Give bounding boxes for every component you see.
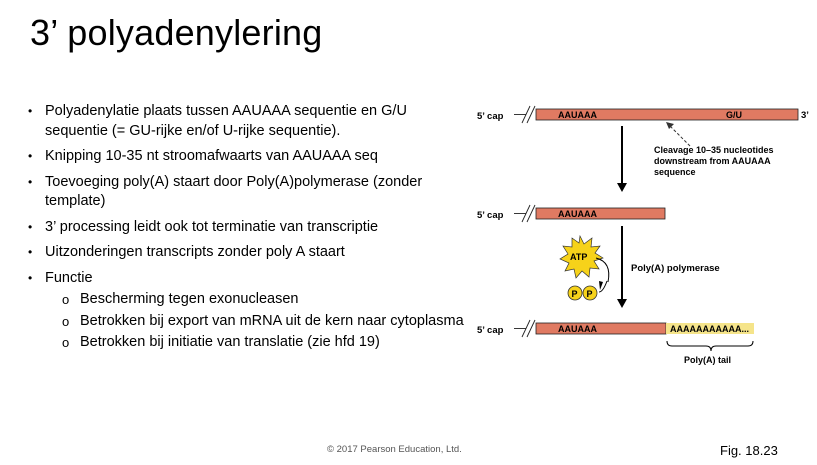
atp-starburst: [559, 234, 604, 279]
bullet-item: •Polyadenylatie plaats tussen AAUAAA seq…: [28, 102, 468, 141]
cleavage-text-2: downstream from AAUAAA: [654, 156, 771, 166]
subbullet-text: Bescherming tegen exonucleasen: [80, 291, 299, 307]
cleaved-mrna-bar: [535, 207, 666, 220]
cap-label-3: 5’ cap: [477, 325, 504, 336]
phosphate-label-2: P: [587, 289, 593, 299]
copyright-text: © 2017 Pearson Education, Ltd.: [327, 444, 462, 455]
break-mark-2: [521, 204, 531, 223]
phosphate-circle-2: [582, 285, 598, 301]
aauaaa-label-1: AAUAAA: [558, 110, 597, 120]
cleavage-arrow: [669, 125, 691, 147]
phosphate-label-1: P: [572, 289, 578, 299]
polya-tail-label: Poly(A) tail: [684, 355, 731, 365]
bullet-list: •Polyadenylatie plaats tussen AAUAAA seq…: [28, 102, 468, 355]
polya-sequence: AAAAAAAAAAA...: [670, 324, 749, 334]
break-mark-1: [521, 105, 531, 124]
subbullet-text: Betrokken bij export van mRNA uit de ker…: [80, 312, 464, 329]
bullet-item: •Toevoeging poly(A) staart door Poly(A)p…: [28, 173, 468, 212]
break-mark-3: [521, 319, 531, 338]
aauaaa-label-2: AAUAAA: [558, 209, 597, 219]
cap-label-2: 5’ cap: [477, 210, 504, 221]
pre-mrna-bar: [535, 108, 799, 121]
atp-curve-arrow: [595, 257, 610, 283]
cleavage-text-3: sequence: [654, 167, 696, 177]
atp-label: ATP: [570, 252, 587, 262]
slide-title: 3’ polyadenylering: [30, 12, 323, 53]
bullet-item: •3’ processing leidt ook tot terminatie …: [28, 218, 468, 238]
mature-mrna-bar: [535, 322, 667, 335]
cleavage-text-1: Cleavage 10–35 nucleotides: [654, 145, 774, 155]
subbullet-text: Betrokken bij initiatie van translatie (…: [80, 334, 380, 350]
polymerase-label: Poly(A) polymerase: [631, 263, 720, 274]
bullet-text: Functie: [45, 269, 93, 286]
phosphate-circle-1: [567, 285, 583, 301]
bullet-item: •Uitzonderingen transcripts zonder poly …: [28, 243, 468, 263]
polya-bracket: [666, 340, 754, 352]
bullet-text: Polyadenylatie plaats tussen AAUAAA sequ…: [45, 103, 407, 139]
bullet-text: Toevoeging poly(A) staart door Poly(A)po…: [45, 173, 423, 210]
cap-label-1: 5’ cap: [477, 111, 504, 122]
bullet-item: •Functie: [28, 269, 468, 289]
figure-number: Fig. 18.23: [720, 443, 778, 458]
polya-tail-bar: [666, 323, 754, 334]
gu-label: G/U: [726, 110, 742, 120]
bullet-text: 3’ processing leidt ook tot terminatie v…: [45, 218, 379, 235]
aauaaa-label-3: AAUAAA: [558, 324, 597, 334]
bullet-item: •Knipping 10-35 nt stroomafwaarts van AA…: [28, 147, 468, 167]
bullet-text: Uitzonderingen transcripts zonder poly A…: [45, 244, 345, 260]
three-prime-label: 3’: [801, 110, 809, 121]
bullet-text: Knipping 10-35 nt stroomafwaarts van AAU…: [45, 148, 378, 164]
